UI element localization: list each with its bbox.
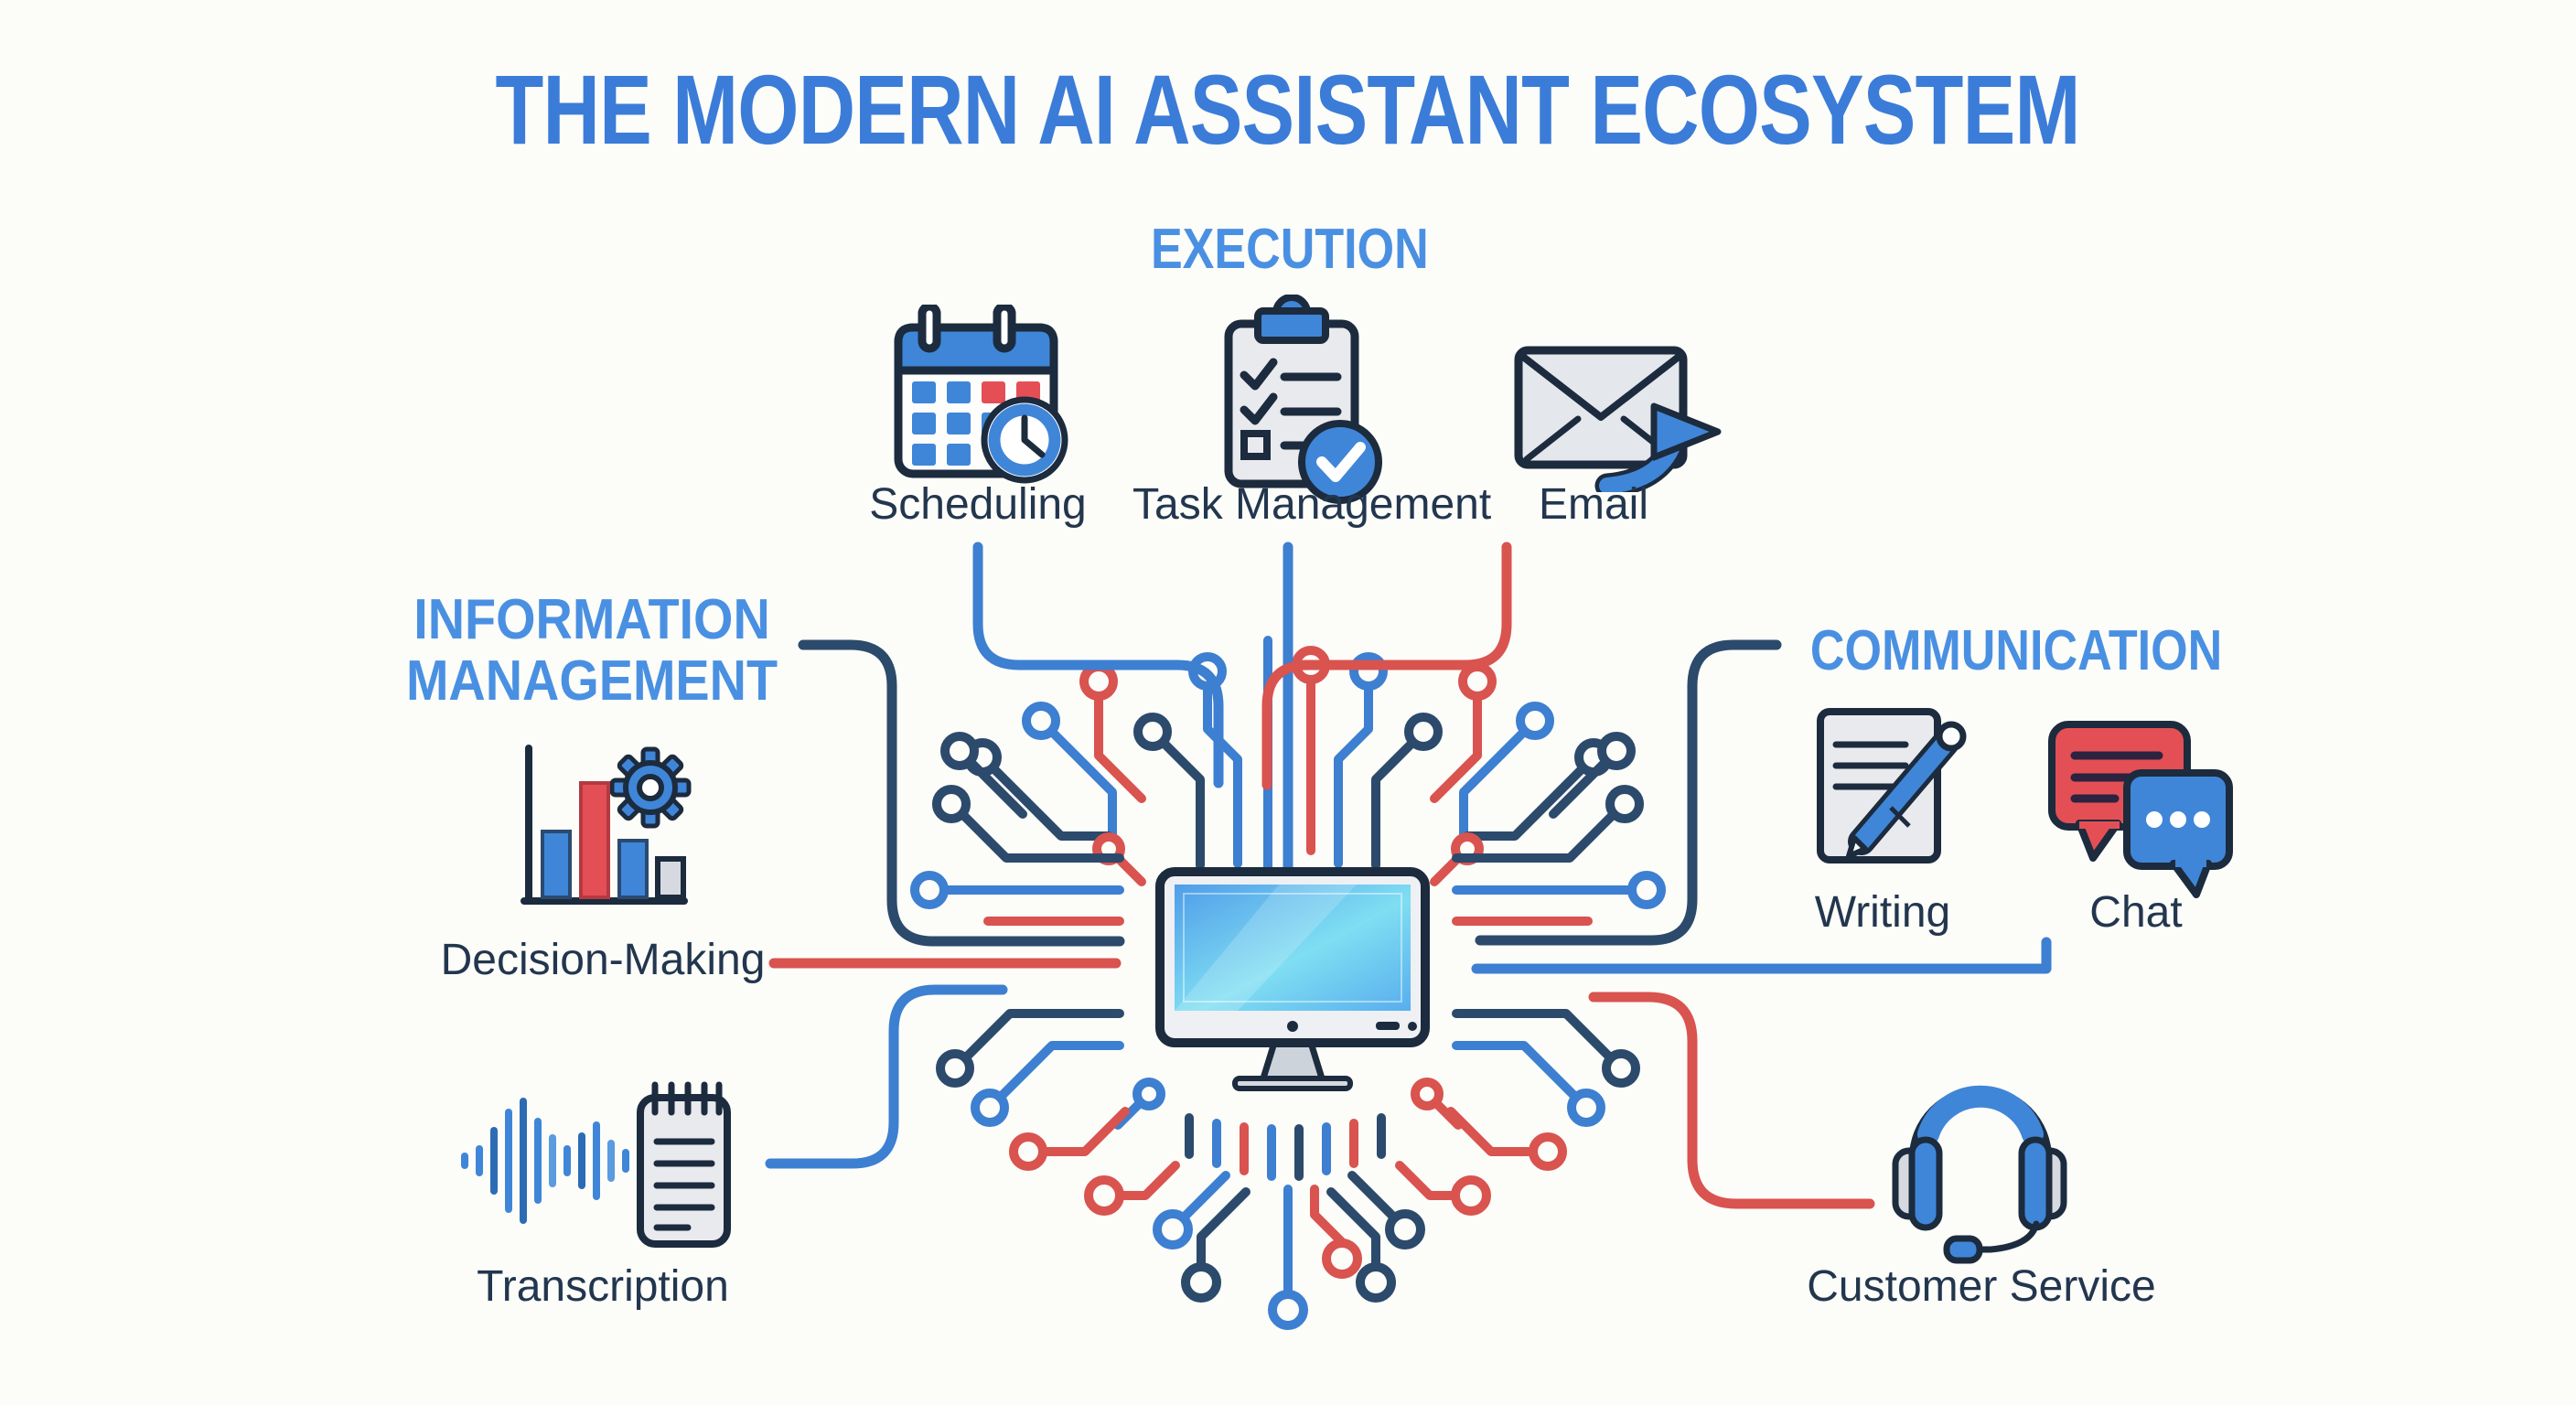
label-scheduling: Scheduling	[869, 480, 1087, 529]
waveform-icon	[461, 1098, 629, 1224]
connector-information-management	[798, 639, 1125, 947]
blue-chat-bubble	[2123, 769, 2233, 898]
label-customer-service: Customer Service	[1807, 1262, 2156, 1311]
chat-bubbles-icon	[2048, 721, 2233, 898]
label-email: Email	[1538, 480, 1649, 529]
label-transcription: Transcription	[477, 1262, 729, 1311]
connector-writing-chat	[1471, 937, 2052, 974]
bar-chart-gear-icon	[521, 745, 692, 905]
desktop-monitor-icon	[1155, 867, 1430, 1091]
connector-email	[1261, 542, 1512, 790]
envelope-send-icon	[1514, 346, 1722, 492]
connector-customer-service	[1588, 992, 1875, 1209]
page-title-text: THE MODERN AI ASSISTANT ECOSYSTEM	[495, 54, 2081, 165]
headset-icon	[1892, 1085, 2067, 1264]
circuit-traces	[910, 636, 1666, 1330]
gear-icon	[609, 746, 692, 829]
pen-icon	[1846, 721, 1967, 859]
heading-information-management: INFORMATION MANAGEMENT	[405, 588, 778, 713]
document-pen-icon	[1817, 708, 1967, 863]
connector-transcription	[765, 984, 1008, 1169]
clipboard-check-icon	[1224, 295, 1382, 504]
label-decision-making: Decision-Making	[440, 936, 766, 984]
waveform-notepad-icon	[461, 1081, 731, 1248]
label-task-management: Task Management	[1132, 480, 1492, 529]
calendar-clock-icon	[894, 305, 1068, 484]
label-chat: Chat	[2089, 888, 2183, 937]
connector-scheduling	[972, 542, 1224, 788]
label-writing: Writing	[1814, 888, 1951, 937]
heading-communication: COMMUNICATION	[1809, 619, 2223, 682]
heading-execution: EXECUTION	[1151, 218, 1429, 281]
page-title: THE MODERN AI ASSISTANT ECOSYSTEM	[0, 60, 2576, 159]
connector-communication	[1475, 639, 1782, 946]
connector-lines	[765, 542, 2052, 1209]
